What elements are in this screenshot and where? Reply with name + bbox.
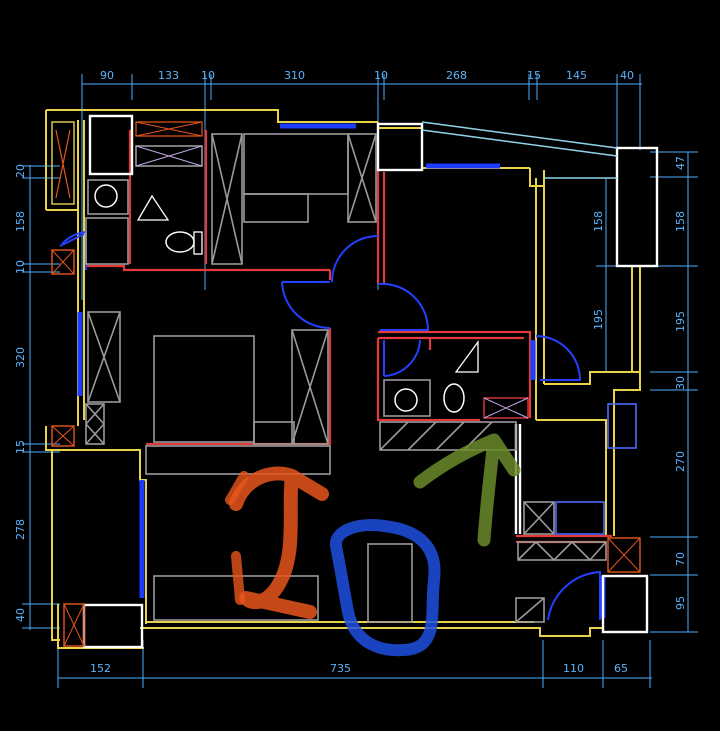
orange-curved-arrow-head bbox=[225, 471, 249, 605]
dim-right-1: 47 bbox=[674, 156, 687, 170]
blue-loop bbox=[330, 519, 441, 657]
balcony-frame bbox=[421, 121, 618, 179]
dim-left-6: 278 bbox=[14, 519, 27, 540]
dimension-lines bbox=[22, 74, 698, 688]
orange-curved-arrow bbox=[229, 466, 329, 619]
dim-top-1: 90 bbox=[100, 69, 114, 82]
dim-top-2: 133 bbox=[158, 69, 179, 82]
dim-top-6: 268 bbox=[446, 69, 467, 82]
dim-top-8: 145 bbox=[566, 69, 587, 82]
windows bbox=[77, 123, 606, 618]
dim-inner-1: 158 bbox=[592, 211, 605, 232]
dim-top-5: 10 bbox=[374, 69, 388, 82]
dim-bottom-4: 65 bbox=[614, 662, 628, 675]
dim-top-3: 10 bbox=[201, 69, 215, 82]
dim-bottom-3: 110 bbox=[563, 662, 584, 675]
dim-left-5: 15 bbox=[14, 440, 27, 454]
dim-top-4: 310 bbox=[284, 69, 305, 82]
inner-walls bbox=[86, 130, 612, 544]
dim-left-1: 20 bbox=[14, 164, 27, 178]
dim-left-7: 40 bbox=[14, 608, 27, 622]
dim-left-2: 158 bbox=[14, 211, 27, 232]
dim-top-7: 15 bbox=[527, 69, 541, 82]
dim-bottom-2: 735 bbox=[330, 662, 351, 675]
dim-bottom-1: 152 bbox=[90, 662, 111, 675]
dim-right-4: 30 bbox=[674, 376, 687, 390]
dim-right-6: 70 bbox=[674, 552, 687, 566]
dim-right-7: 95 bbox=[674, 596, 687, 610]
markers bbox=[225, 433, 521, 657]
dimension-labels: 90 133 10 310 10 268 15 145 40 152 735 1… bbox=[14, 69, 687, 675]
dim-left-4: 320 bbox=[14, 347, 27, 368]
dim-top-9: 40 bbox=[620, 69, 634, 82]
green-arrow bbox=[413, 433, 521, 547]
dim-left-3: 10 bbox=[14, 260, 27, 274]
dim-right-2: 158 bbox=[674, 211, 687, 232]
fixture-boxes bbox=[82, 114, 659, 649]
dim-right-3: 195 bbox=[674, 311, 687, 332]
dim-right-5: 270 bbox=[674, 451, 687, 472]
dim-inner-2: 195 bbox=[592, 309, 605, 330]
